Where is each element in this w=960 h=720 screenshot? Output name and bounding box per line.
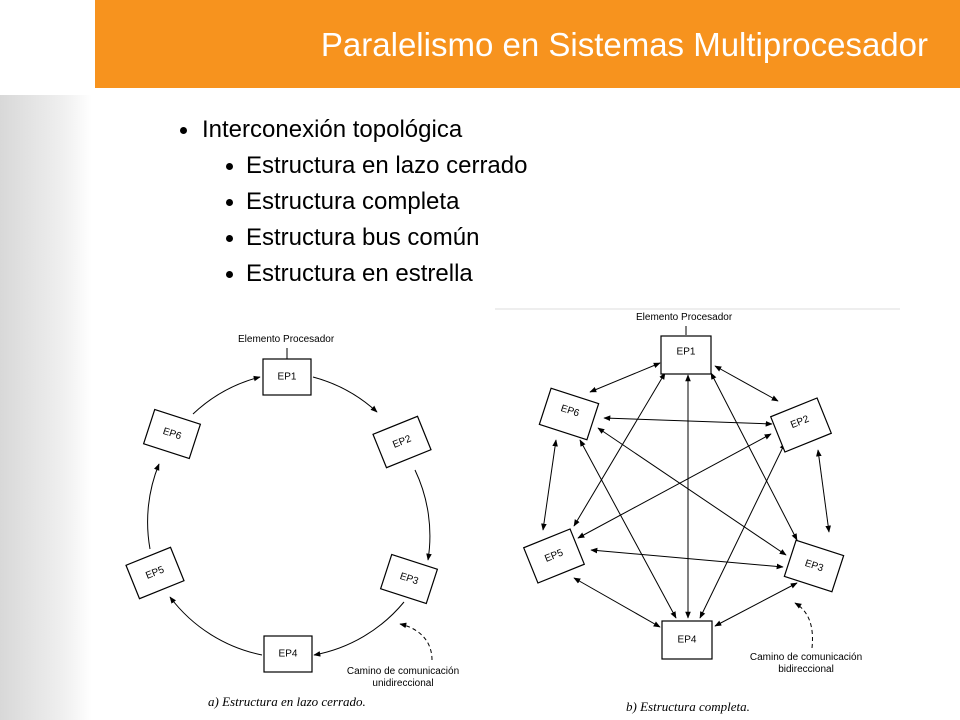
bullet-item: Estructura en estrella xyxy=(226,256,527,292)
link-ep4-ep5 xyxy=(573,577,661,628)
link-ep2-ep6 xyxy=(603,415,773,427)
link-ep3-ep5 xyxy=(590,547,784,570)
link-ep5-ep6 xyxy=(541,439,558,531)
loop-node-ep1: EP1 xyxy=(262,358,312,396)
link-ep1-ep2 xyxy=(714,365,779,402)
bullet-item: Estructura bus común xyxy=(226,220,527,256)
link-ep3-ep6 xyxy=(597,427,787,556)
complete-caption: b) Estructura completa. xyxy=(626,699,750,714)
loop-diagram: Elemento Procesador EP1 EP2 EP3 EP4 EP5 xyxy=(125,334,459,709)
link-ep2-ep4 xyxy=(699,442,786,619)
link-ep2-ep5 xyxy=(577,433,772,539)
complete-links xyxy=(541,362,831,628)
loop-node-ep5: EP5 xyxy=(125,546,185,600)
bullet-list: Interconexión topológica Estructura en l… xyxy=(180,112,527,292)
complete-node-label: EP4 xyxy=(678,635,697,646)
loop-node-ep4: EP4 xyxy=(263,635,313,673)
link-ep1-ep6 xyxy=(589,362,661,393)
bullet-item: Estructura completa xyxy=(226,184,527,220)
complete-node-ep6: EP6 xyxy=(538,387,600,441)
loop-node-ep3: EP3 xyxy=(379,553,439,605)
complete-diagram: Elemento Procesador EP1 EP2 xyxy=(522,312,862,714)
loop-node-ep6: EP6 xyxy=(142,408,202,460)
bullet-item: Interconexión topológica xyxy=(180,112,527,148)
loop-path-ep2-ep3 xyxy=(414,469,432,561)
complete-node-ep4: EP4 xyxy=(661,620,713,660)
complete-node-ep2: EP2 xyxy=(769,397,833,453)
complete-node-ep3: EP3 xyxy=(783,539,845,593)
complete-note-pointer xyxy=(794,602,813,649)
loop-path-ep6-ep1 xyxy=(192,375,261,415)
loop-node-ep2: EP2 xyxy=(372,415,432,469)
link-ep2-ep3 xyxy=(816,449,831,533)
slide-title: Paralelismo en Sistemas Multiprocesador xyxy=(320,26,928,63)
bullet-item: Estructura en lazo cerrado xyxy=(226,148,527,184)
link-ep1-ep3 xyxy=(710,372,798,541)
loop-path-ep1-ep2 xyxy=(312,376,378,413)
loop-node-label: EP4 xyxy=(279,649,298,660)
loop-caption: a) Estructura en lazo cerrado. xyxy=(208,694,366,709)
title-bar: Paralelismo en Sistemas Multiprocesador xyxy=(95,0,960,88)
loop-element-label: Elemento Procesador xyxy=(238,334,335,345)
complete-node-label: EP1 xyxy=(677,347,696,358)
loop-note-line1: Camino de comunicación xyxy=(347,666,459,677)
loop-note-pointer xyxy=(399,622,433,661)
complete-note-line2: bidireccional xyxy=(778,664,834,675)
link-ep4-ep6 xyxy=(579,439,677,619)
loop-path-ep4-ep5 xyxy=(169,596,263,656)
complete-node-ep1: EP1 xyxy=(660,335,712,375)
complete-note-line1: Camino de comunicación xyxy=(750,652,862,663)
complete-node-ep5: EP5 xyxy=(522,528,586,584)
link-ep3-ep4 xyxy=(714,582,798,627)
link-ep1-ep5 xyxy=(573,372,666,527)
loop-note-line2: unidireccional xyxy=(372,678,433,689)
loop-path-ep3-ep4 xyxy=(313,601,405,657)
left-decor-strip xyxy=(0,95,92,720)
complete-element-label: Elemento Procesador xyxy=(636,312,733,323)
loop-node-label: EP1 xyxy=(278,372,297,383)
loop-path-ep5-ep6 xyxy=(147,463,160,550)
